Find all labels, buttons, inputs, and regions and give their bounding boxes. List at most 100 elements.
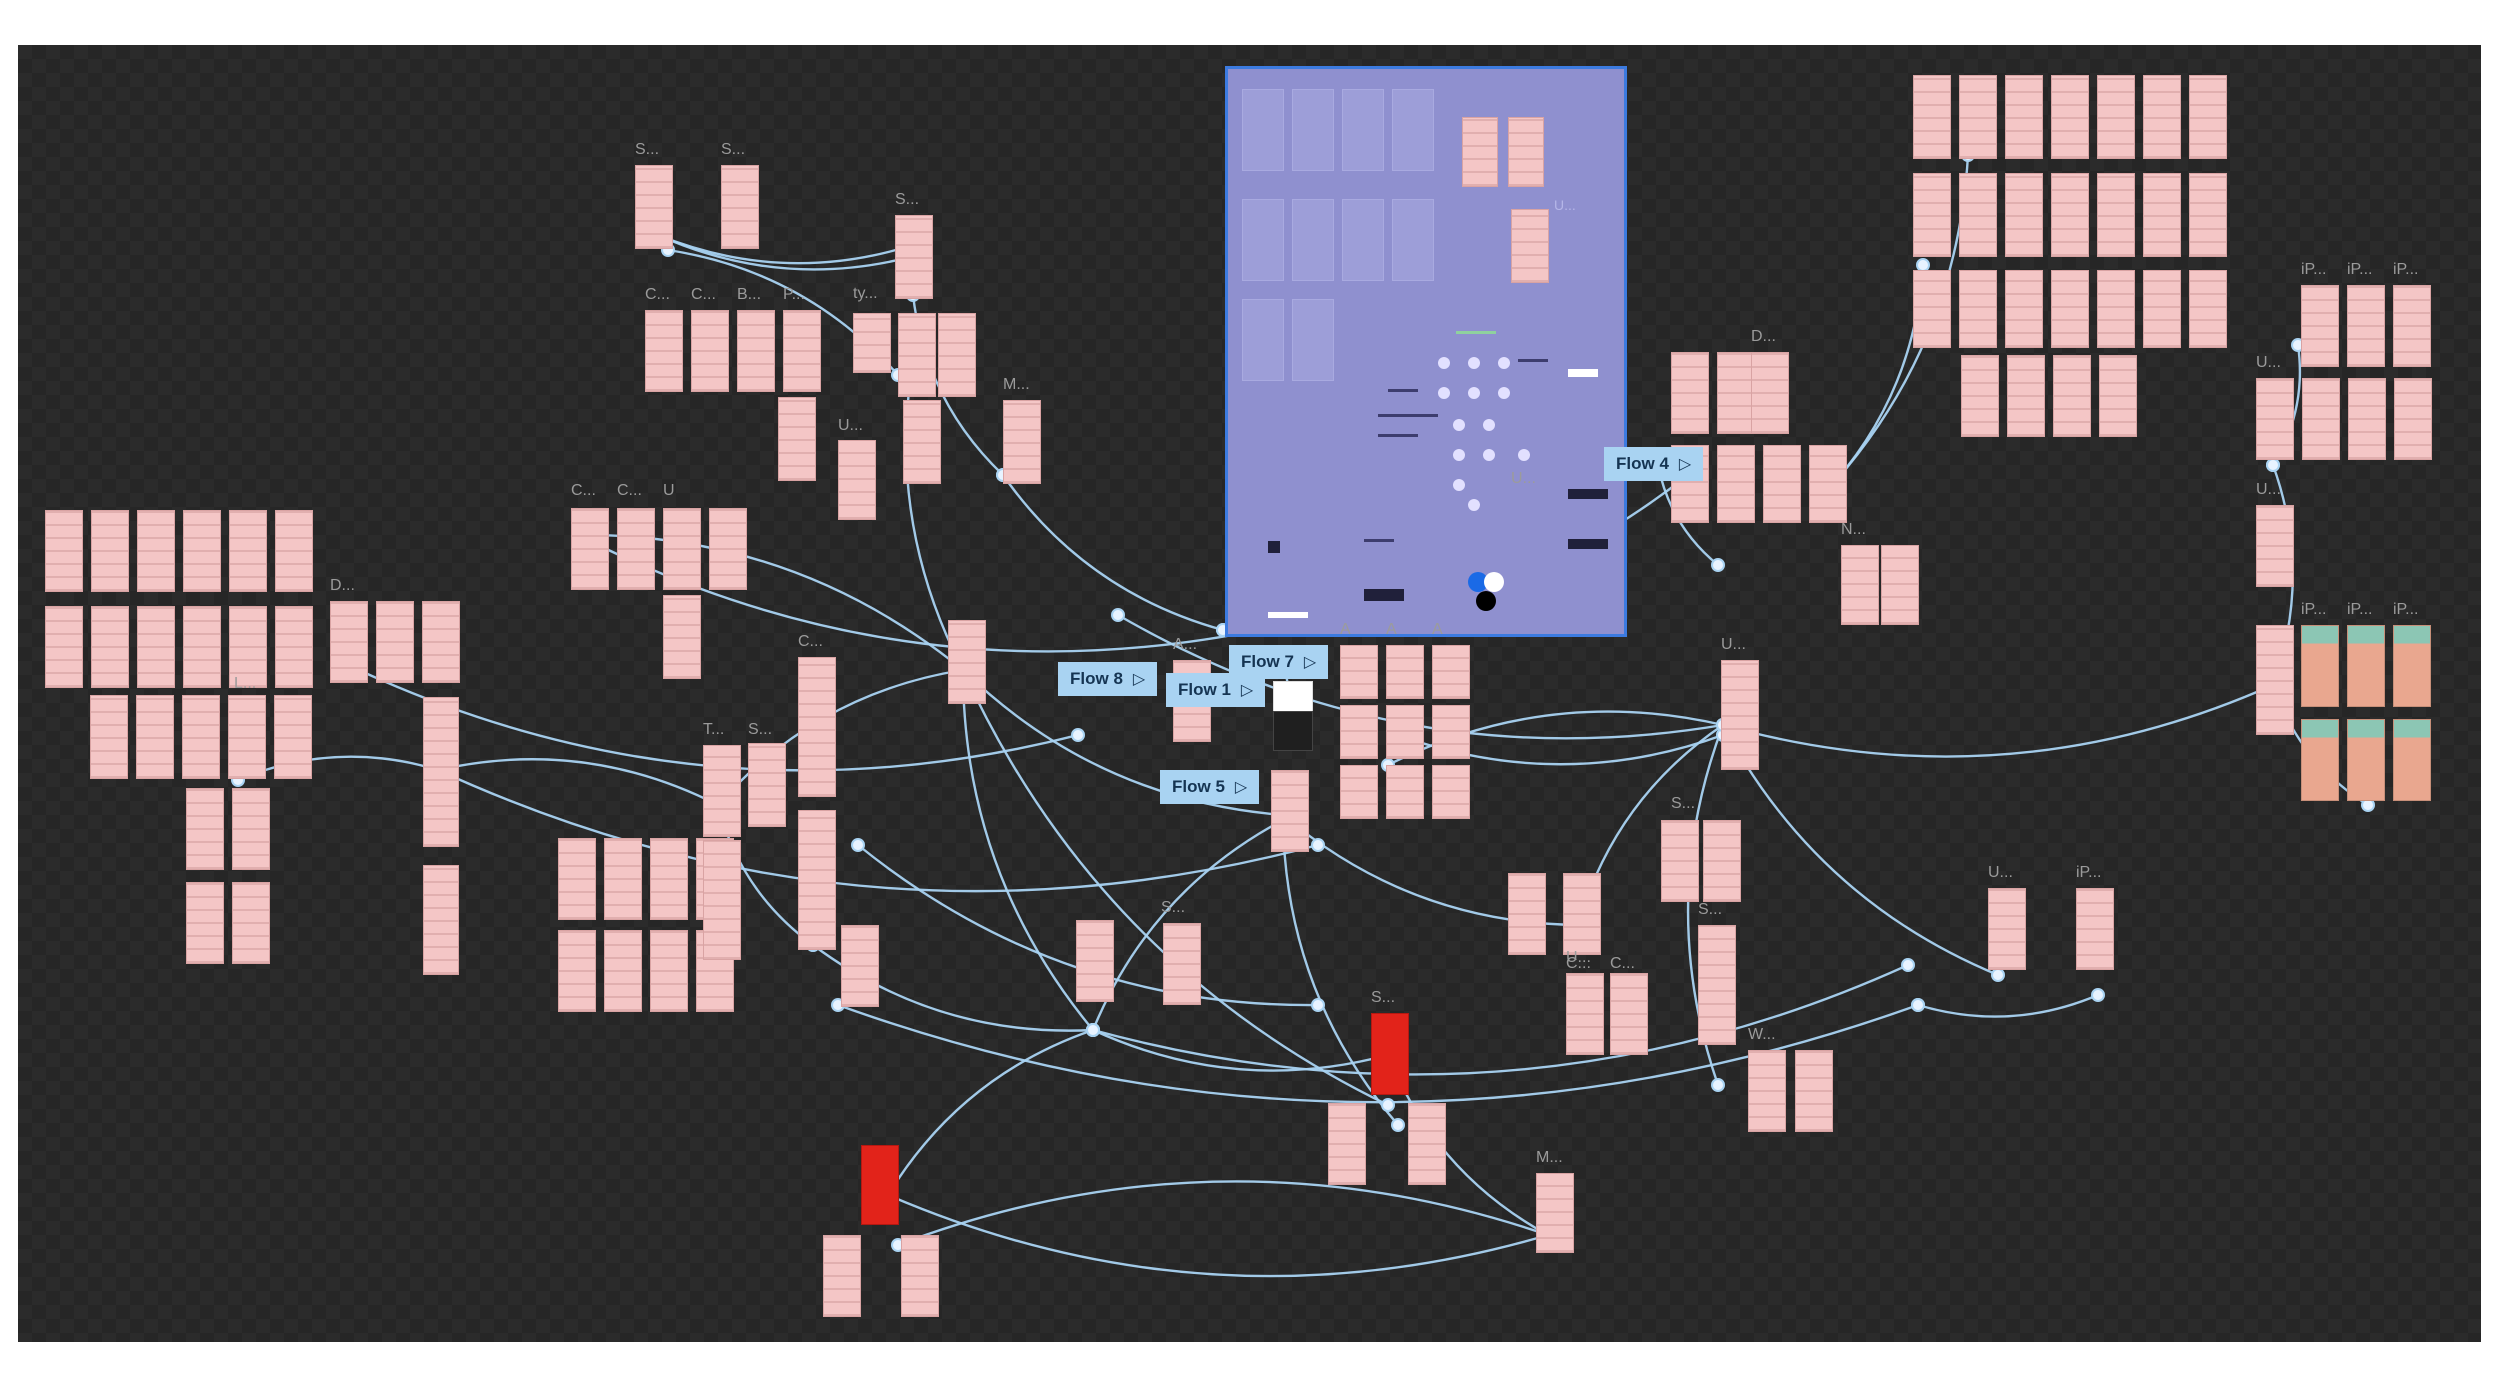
screen-frame[interactable] xyxy=(2076,888,2114,970)
screen-frame[interactable] xyxy=(1076,920,1114,1002)
screen-frame[interactable] xyxy=(1698,925,1736,1045)
screen-frame[interactable] xyxy=(2051,173,2089,257)
screen-frame[interactable] xyxy=(938,313,976,397)
screen-frame[interactable] xyxy=(229,510,267,592)
screen-frame[interactable] xyxy=(1273,711,1313,751)
screen-frame[interactable] xyxy=(1671,352,1709,434)
screen-frame[interactable] xyxy=(229,606,267,688)
screen-frame[interactable] xyxy=(663,508,701,590)
screen-frame[interactable] xyxy=(136,695,174,779)
screen-frame[interactable] xyxy=(703,840,741,960)
screen-frame[interactable] xyxy=(948,620,986,704)
screen-frame[interactable] xyxy=(2347,285,2385,367)
screen-frame[interactable] xyxy=(2189,173,2227,257)
screen-frame[interactable] xyxy=(778,397,816,481)
screen-frame[interactable] xyxy=(423,697,459,847)
screen-frame[interactable] xyxy=(903,400,941,484)
screen-frame[interactable] xyxy=(232,882,270,964)
screen-frame[interactable] xyxy=(228,695,266,779)
screen-frame[interactable] xyxy=(2143,173,2181,257)
screen-frame[interactable] xyxy=(1721,660,1759,770)
screen-frame[interactable] xyxy=(2143,75,2181,159)
screen-frame[interactable] xyxy=(798,810,836,950)
screen-frame-alert[interactable] xyxy=(861,1145,899,1225)
screen-frame[interactable] xyxy=(783,310,821,392)
flow-start-8[interactable]: Flow 8 ▷ xyxy=(1058,662,1158,696)
screen-frame[interactable] xyxy=(1763,445,1801,523)
screen-frame[interactable] xyxy=(1432,705,1470,759)
screen-frame[interactable] xyxy=(898,313,936,397)
screen-frame[interactable] xyxy=(232,788,270,870)
screen-frame[interactable] xyxy=(2189,75,2227,159)
screen-frame[interactable] xyxy=(1959,75,1997,159)
screen-frame[interactable] xyxy=(645,310,683,392)
screen-frame[interactable] xyxy=(137,510,175,592)
screen-frame[interactable] xyxy=(2394,378,2432,460)
screen-frame[interactable] xyxy=(2393,285,2431,367)
screen-frame[interactable] xyxy=(1748,1050,1786,1132)
screen-frame[interactable] xyxy=(2256,625,2294,735)
screen-frame[interactable] xyxy=(901,1235,939,1317)
screen-frame[interactable] xyxy=(721,165,759,249)
screen-frame[interactable] xyxy=(650,838,688,920)
screen-frame[interactable] xyxy=(275,606,313,688)
screen-frame[interactable] xyxy=(798,657,836,797)
screen-frame[interactable] xyxy=(1386,765,1424,819)
prototype-canvas[interactable]: U... S...S...S...C...C...B...P...ty...U.… xyxy=(18,45,2481,1342)
screen-frame[interactable] xyxy=(183,510,221,592)
screen-frame[interactable] xyxy=(650,930,688,1012)
screen-frame[interactable] xyxy=(2302,378,2340,460)
screen-frame[interactable] xyxy=(137,606,175,688)
screen-frame[interactable] xyxy=(853,313,891,373)
screen-frame[interactable] xyxy=(737,310,775,392)
screen-frame[interactable] xyxy=(1566,973,1604,1055)
screen-frame[interactable] xyxy=(2347,625,2385,707)
screen-frame[interactable] xyxy=(841,925,879,1007)
screen-frame[interactable] xyxy=(2005,270,2043,348)
screen-frame[interactable] xyxy=(1913,75,1951,159)
screen-frame[interactable] xyxy=(617,508,655,590)
screen-frame[interactable] xyxy=(1328,1103,1366,1185)
screen-frame[interactable] xyxy=(748,743,786,827)
screen-frame[interactable] xyxy=(2256,505,2294,587)
screen-frame[interactable] xyxy=(1563,873,1601,955)
screen-frame[interactable] xyxy=(2005,75,2043,159)
screen-frame[interactable] xyxy=(1795,1050,1833,1132)
screen-frame[interactable] xyxy=(1408,1103,1446,1185)
screen-frame[interactable] xyxy=(1959,173,1997,257)
screen-frame[interactable] xyxy=(2005,173,2043,257)
screen-frame[interactable] xyxy=(423,865,459,975)
screen-frame[interactable] xyxy=(1386,645,1424,699)
screen-frame[interactable] xyxy=(2301,285,2339,367)
screen-frame[interactable] xyxy=(1751,352,1789,434)
screen-frame[interactable] xyxy=(275,510,313,592)
screen-frame[interactable] xyxy=(186,788,224,870)
screen-frame[interactable] xyxy=(709,508,747,590)
screen-frame[interactable] xyxy=(2097,173,2135,257)
screen-frame[interactable] xyxy=(330,601,368,683)
screen-frame[interactable] xyxy=(2097,75,2135,159)
screen-frame[interactable] xyxy=(2053,355,2091,437)
screen-frame[interactable] xyxy=(558,930,596,1012)
screen-frame[interactable] xyxy=(635,165,673,249)
screen-frame[interactable] xyxy=(1661,820,1699,902)
screen-frame[interactable] xyxy=(1432,645,1470,699)
screen-frame[interactable] xyxy=(1703,820,1741,902)
flow-start-1[interactable]: Flow 1 ▷ xyxy=(1166,673,1266,707)
screen-frame[interactable] xyxy=(2051,270,2089,348)
screen-frame[interactable] xyxy=(2007,355,2045,437)
screen-frame[interactable] xyxy=(1536,1173,1574,1253)
screen-frame-alert[interactable] xyxy=(1371,1013,1409,1095)
screen-frame[interactable] xyxy=(183,606,221,688)
screen-frame[interactable] xyxy=(2051,75,2089,159)
screen-frame[interactable] xyxy=(1881,545,1919,625)
screen-frame[interactable] xyxy=(2301,719,2339,801)
screen-frame[interactable] xyxy=(2393,625,2431,707)
screen-frame[interactable] xyxy=(1508,873,1546,955)
screen-frame[interactable] xyxy=(1386,705,1424,759)
screen-frame[interactable] xyxy=(2393,719,2431,801)
screen-frame[interactable] xyxy=(91,606,129,688)
screen-frame[interactable] xyxy=(2256,378,2294,460)
screen-frame[interactable] xyxy=(45,510,83,592)
screen-frame[interactable] xyxy=(823,1235,861,1317)
